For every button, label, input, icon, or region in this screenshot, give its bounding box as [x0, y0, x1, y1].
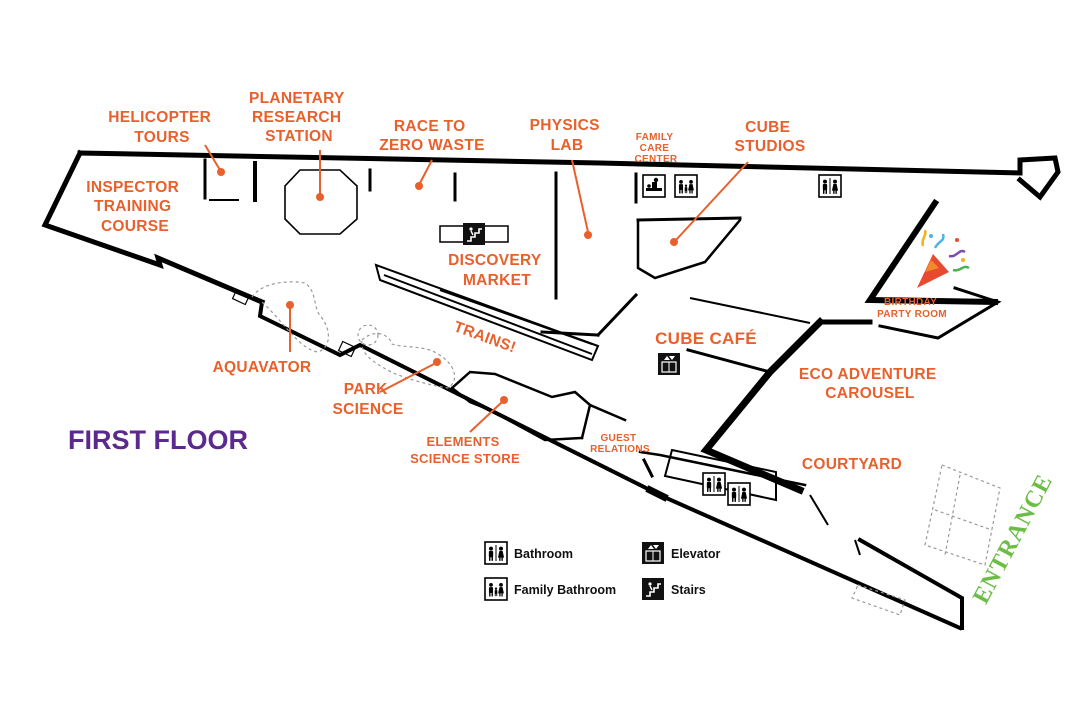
entrance-label: ENTRANCE [968, 470, 1058, 608]
legend-elevator-label: Elevator [671, 547, 720, 561]
label-aquavator: AQUAVATOR [213, 359, 312, 376]
baby-changing-icon [642, 174, 666, 198]
label-park-science: PARK SCIENCE [332, 381, 403, 418]
label-elements-science-store: ELEMENTS SCIENCE STORE [410, 434, 520, 466]
label-physics-lab: PHYSICS LAB [530, 117, 605, 154]
party-popper-icon [917, 229, 970, 288]
label-planetary-research-station: PLANETARY RESEARCH STATION [249, 90, 349, 145]
building-walls [41, 149, 1061, 631]
label-guest-relations: GUEST RELATIONS [590, 433, 650, 455]
label-family-care-center: FAMILY CARE CENTER [635, 132, 678, 165]
legend: Bathroom Family Bathroom Elevator Stairs [485, 541, 720, 601]
legend-family-bathroom-label: Family Bathroom [514, 583, 616, 597]
label-helicopter-tours: HELICOPTER TOURS [108, 109, 216, 146]
map-icons [462, 174, 970, 505]
floor-title: FIRST FLOOR [68, 425, 248, 455]
label-inspector-training-course: INSPECTOR TRAINING COURSE [86, 179, 183, 235]
label-trains: TRAINS! [451, 318, 518, 356]
label-discovery-market: DISCOVERY MARKET [448, 252, 546, 289]
label-cube-studios: CUBE STUDIOS [735, 119, 806, 155]
elevator-icon [657, 352, 681, 376]
label-cube-cafe: CUBE CAFÉ [655, 329, 757, 348]
bathroom-icon [819, 175, 841, 197]
exhibit-outlines [251, 281, 1001, 616]
legend-bathroom-label: Bathroom [514, 547, 573, 561]
stairs-icon [641, 577, 665, 601]
leader-lines [204, 144, 749, 433]
stairs-icon [462, 222, 486, 246]
label-courtyard: COURTYARD [802, 456, 902, 473]
family-bathroom-icon [675, 175, 697, 197]
family-bathroom-icon [485, 578, 507, 600]
label-eco-adventure-carousel: ECO ADVENTURE CAROUSEL [799, 366, 941, 402]
elevator-icon [641, 541, 665, 565]
area-labels: HELICOPTER TOURS PLANETARY RESEARCH STAT… [86, 90, 947, 473]
label-race-to-zero-waste: RACE TO ZERO WASTE [379, 118, 484, 154]
label-birthday-party-room: BIRTHDAY PARTY ROOM [877, 297, 947, 320]
legend-stairs-label: Stairs [671, 583, 706, 597]
bathroom-icon [485, 542, 507, 564]
